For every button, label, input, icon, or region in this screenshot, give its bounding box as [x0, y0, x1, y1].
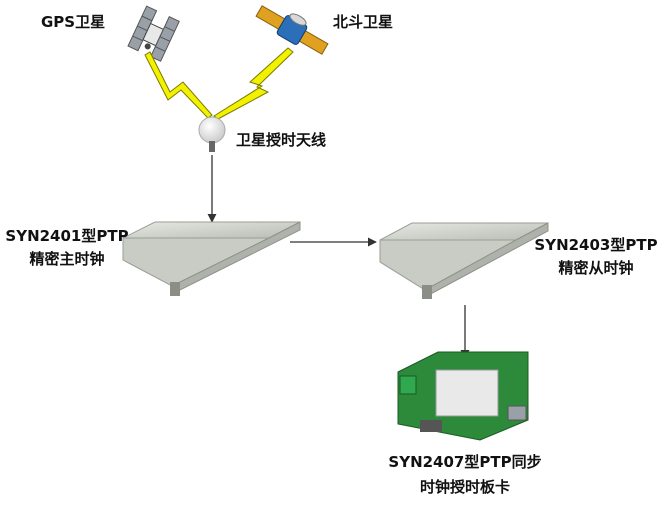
slave-clock-label-line2: 精密从时钟	[558, 259, 634, 277]
gps-signal-bolt	[144, 51, 213, 119]
gps-satellite-icon	[127, 5, 180, 62]
beidou-satellite-icon	[255, 5, 329, 55]
gps-satellite-label: GPS卫星	[41, 13, 106, 31]
slave-clock-label-line1: SYN2403型PTP	[534, 236, 658, 254]
master-clock-label-line2: 精密主时钟	[29, 250, 105, 268]
beidou-satellite-label: 北斗卫星	[333, 13, 394, 31]
antenna-label: 卫星授时天线	[236, 131, 327, 149]
master-clock-device	[122, 221, 301, 296]
master-clock-label-line1: SYN2401型PTP	[5, 227, 129, 245]
board-card-label-line2: 时钟授时板卡	[419, 478, 510, 496]
antenna-icon	[198, 116, 226, 152]
beidou-signal-bolt	[213, 47, 294, 120]
slave-clock-device	[379, 222, 549, 299]
board-card-label-line1: SYN2407型PTP同步	[388, 453, 542, 471]
timing-board-card	[397, 351, 529, 441]
